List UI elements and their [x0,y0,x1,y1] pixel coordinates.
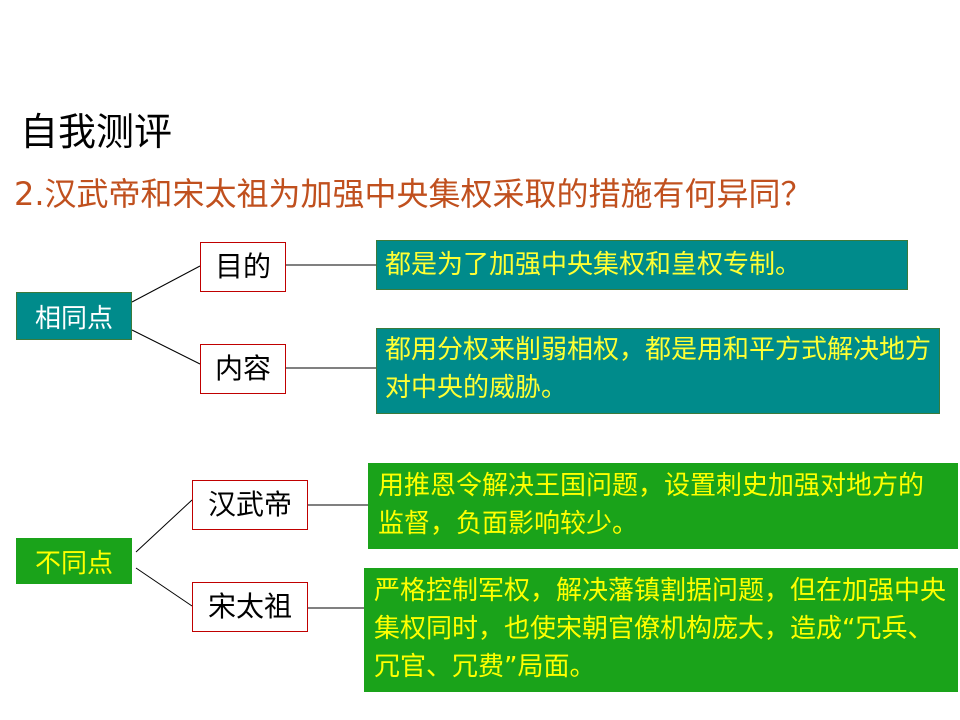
han-wudi-answer: 用推恩令解决王国问题，设置刺史加强对地方的监督，负面影响较少。 [368,463,958,549]
purpose-answer: 都是为了加强中央集权和皇权专制。 [376,240,908,290]
song-taizu-node: 宋太祖 [192,582,308,632]
purpose-node: 目的 [200,242,286,292]
page-title: 自我测评 [20,110,173,154]
connector-diff-to-song [135,567,193,607]
question-text: 2.汉武帝和宋太祖为加强中央集权采取的措施有何异同？ [14,175,813,213]
content-answer: 都用分权来削弱相权，都是用和平方式解决地方对中央的威胁。 [376,328,940,414]
connector-same-to-purpose [131,265,201,303]
same-points-node: 相同点 [16,292,132,340]
connector-same-to-content [131,329,201,365]
song-taizu-answer: 严格控制军权，解决藩镇割据问题，但在加强中央集权同时，也使宋朝官僚机构庞大，造成… [364,568,958,692]
connector-diff-to-han [135,499,193,553]
different-points-node: 不同点 [16,538,132,584]
content-node: 内容 [200,344,286,394]
han-wudi-node: 汉武帝 [192,480,308,530]
